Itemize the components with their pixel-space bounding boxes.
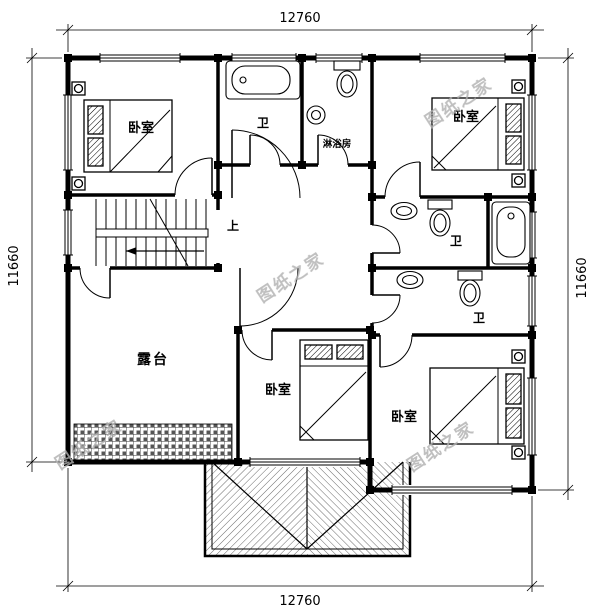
door-arc [249, 134, 281, 166]
toilet [427, 199, 453, 237]
door-arc [241, 329, 273, 361]
furniture [71, 79, 526, 460]
dimension-lines [26, 24, 574, 592]
pillow [505, 373, 522, 405]
terrace-tile-hatch [73, 423, 233, 461]
shower-room-label: 淋浴房 [323, 138, 352, 150]
bed [299, 339, 369, 441]
bedroom-label: 卧室 [128, 120, 154, 136]
structural-columns [64, 54, 536, 494]
window [63, 209, 73, 256]
door-arc [371, 224, 401, 254]
door-arc [239, 267, 299, 327]
window [249, 457, 361, 467]
toilet [457, 270, 483, 307]
pillow [505, 135, 522, 165]
dim-left: 11660 [7, 245, 22, 286]
bath-label: 卫 [473, 311, 485, 325]
watermark-text: 图纸之家 [253, 248, 328, 307]
roof-ridge-lines [211, 461, 404, 550]
sink [396, 270, 424, 290]
stair-up-label: 上 [227, 218, 239, 233]
door-arc [174, 157, 213, 196]
door-arc [79, 267, 111, 299]
window [527, 94, 537, 171]
door-arc [379, 334, 413, 368]
pillow [336, 344, 364, 360]
room-labels: 卧室 卫 淋浴房 卧室 上 卫 卫 露台 卧室 卧室 [128, 109, 485, 425]
bath-label: 卫 [257, 116, 269, 130]
window [391, 485, 513, 495]
bed [71, 81, 173, 191]
window [63, 94, 73, 171]
bedroom-label: 卧室 [391, 409, 417, 425]
door-arc [384, 161, 421, 198]
terrace-label: 露台 [137, 351, 169, 368]
bath-label: 卫 [450, 234, 462, 248]
pillow [87, 105, 104, 135]
window [99, 53, 181, 63]
bathtub [225, 60, 301, 100]
dim-bottom: 12760 [279, 594, 320, 609]
windows [63, 53, 537, 495]
dimension-labels: 12760 12760 11660 11660 [7, 11, 590, 609]
door-arc [231, 129, 301, 199]
stair-break-line [149, 198, 189, 267]
roof-hatch [203, 461, 412, 558]
stairs [95, 198, 209, 267]
door-arc [317, 134, 349, 166]
sink [390, 201, 418, 221]
window [419, 53, 506, 63]
pillow [505, 103, 522, 133]
doors [79, 129, 421, 368]
toilet [333, 60, 361, 98]
bed [431, 79, 526, 188]
sink [306, 105, 326, 125]
bathtub [491, 201, 531, 265]
pillow [304, 344, 333, 360]
window [527, 275, 537, 327]
bedroom-label: 卧室 [453, 109, 479, 125]
fixtures [225, 60, 531, 307]
bedroom-label: 卧室 [265, 382, 291, 398]
door-arc [371, 294, 401, 324]
dim-top: 12760 [279, 11, 320, 26]
pillow [505, 407, 522, 439]
window [527, 377, 537, 456]
dim-right: 11660 [575, 257, 590, 298]
pillow [87, 137, 104, 167]
bed [429, 349, 526, 460]
